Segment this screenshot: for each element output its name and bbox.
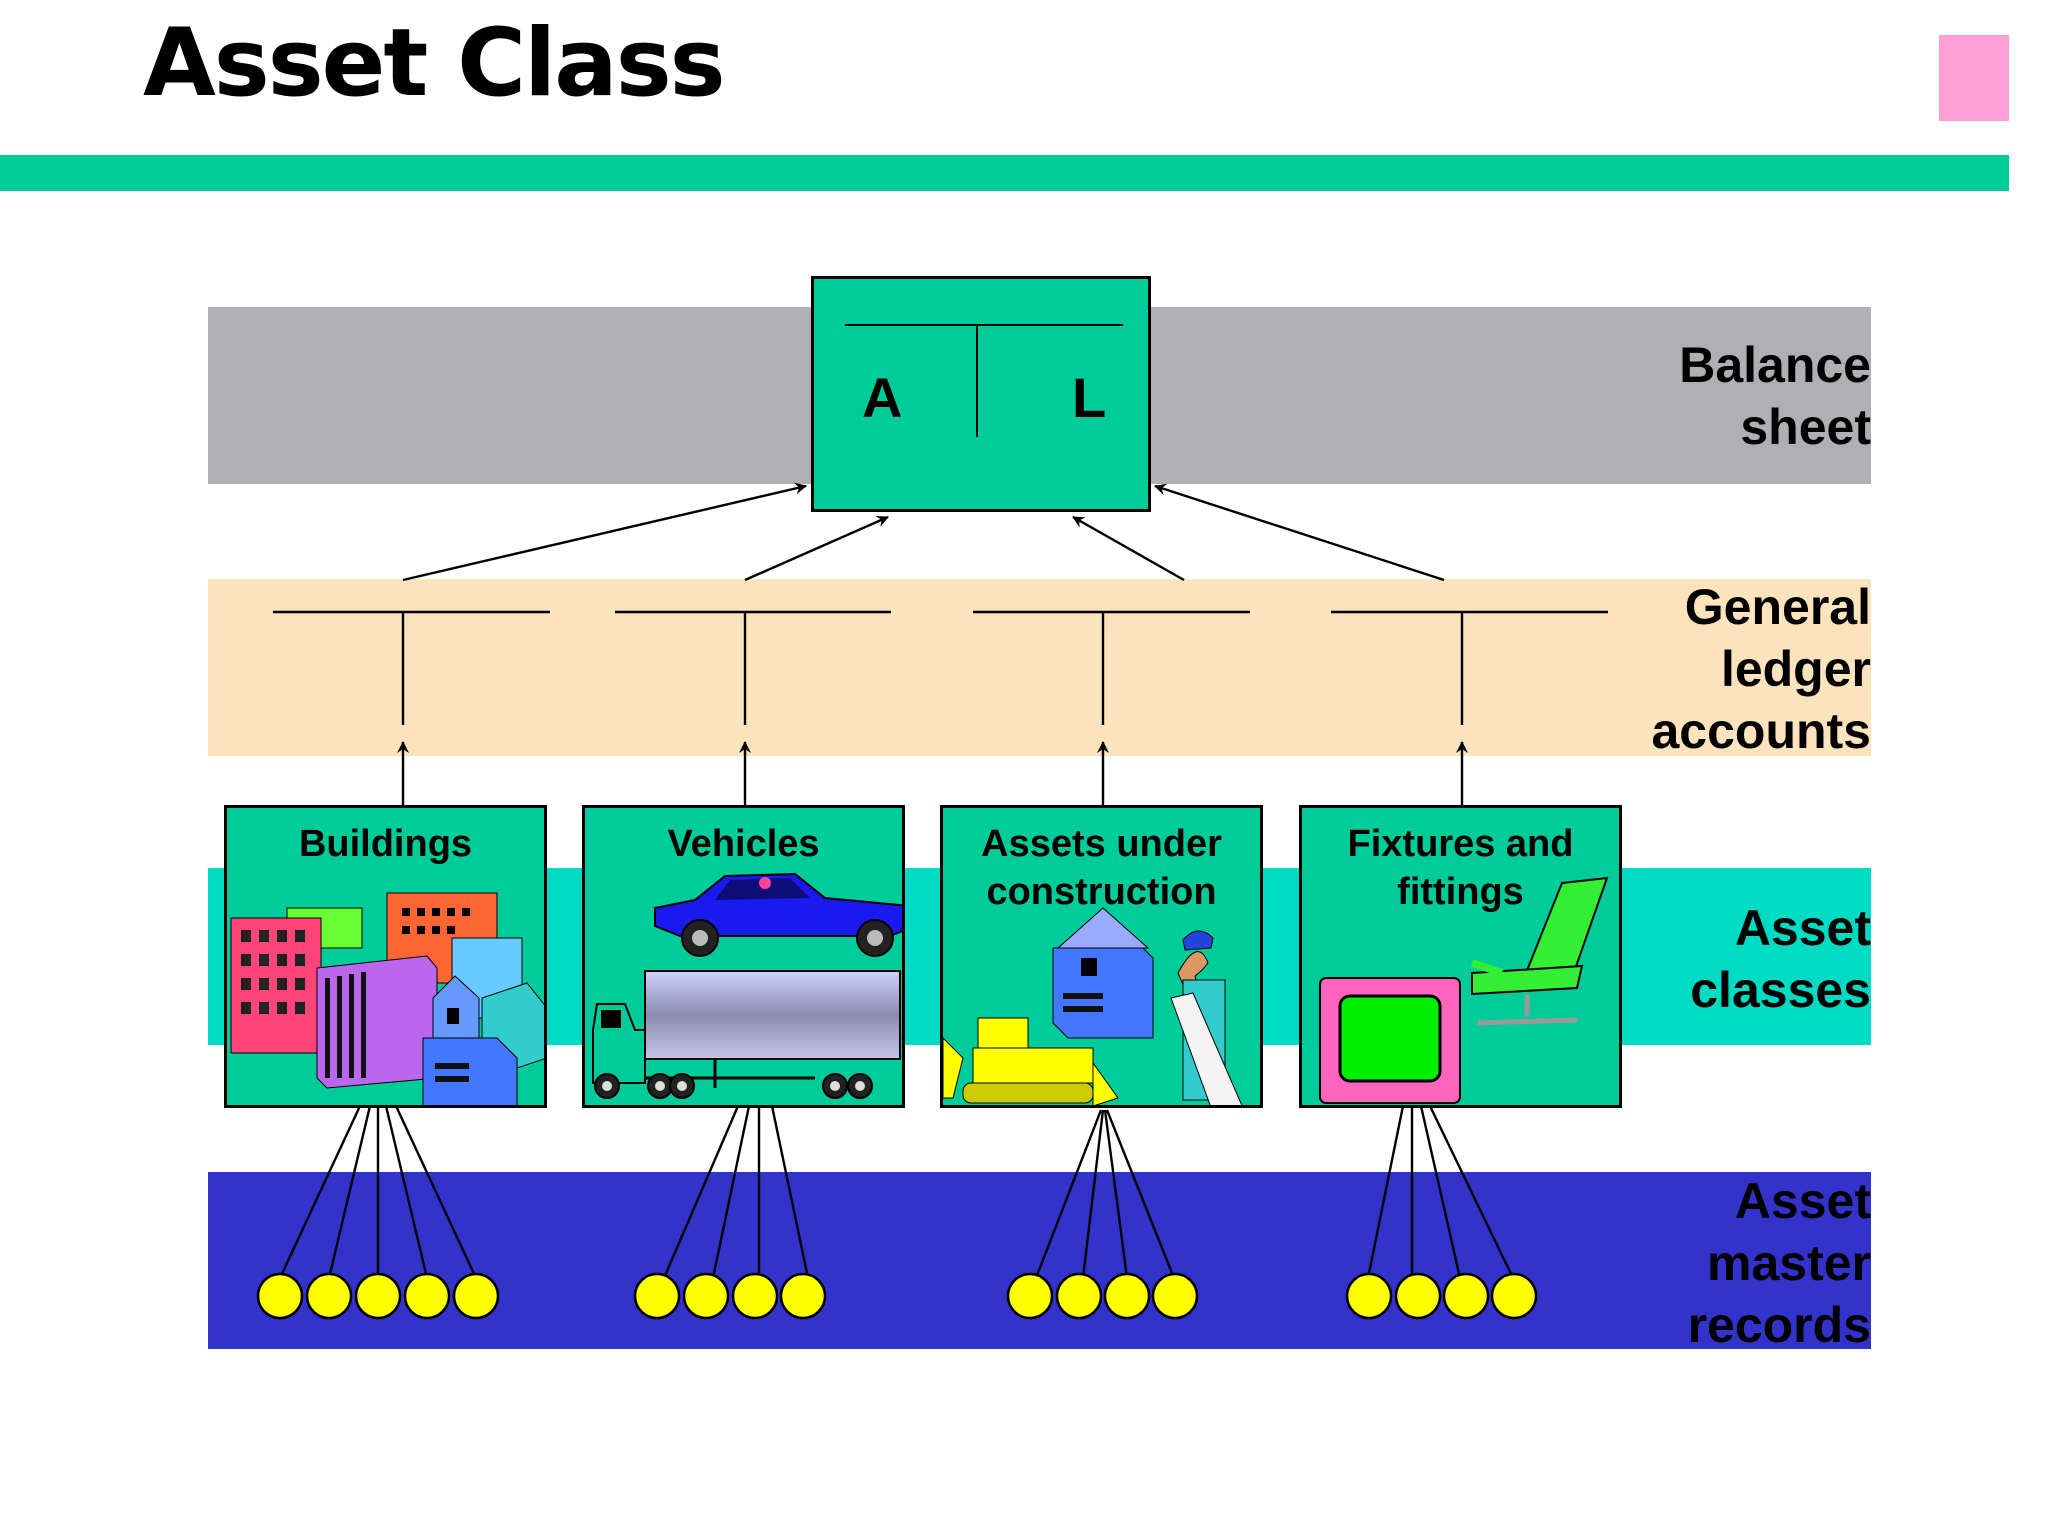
arrow-gl1-to-balance	[402, 482, 807, 582]
asset-class-label: Vehicles	[667, 823, 820, 865]
asset-master-records-label: Asset master records	[1687, 1173, 1871, 1353]
arrow-gl4-to-balance	[1154, 483, 1445, 582]
asset-class-label: Assets under construction	[981, 823, 1222, 913]
asset-master-records-band	[208, 1172, 1871, 1349]
balance-sheet-box: A L	[811, 276, 1151, 512]
t-account-vertical-line	[976, 324, 978, 437]
asset-class-vehicles: Vehicles	[582, 805, 905, 1108]
general-ledger-band	[208, 579, 1871, 756]
asset-class-label: Buildings	[298, 823, 473, 865]
asset-class-fixtures-and-fittings: Fixtures and fittings	[1299, 805, 1622, 1108]
slide-title: Asset Class	[143, 9, 726, 118]
title-underline-bar	[0, 155, 2009, 191]
asset-classes-label: Asset classes	[1690, 900, 1871, 1018]
asset-class-buildings: Buildings	[224, 805, 547, 1108]
buildings-illustration-icon	[230, 892, 544, 1105]
t-account-horizontal-line	[845, 324, 1123, 326]
arrow-gl2-to-balance	[744, 515, 889, 582]
construction-illustration-icon	[943, 907, 1243, 1105]
asset-class-assets-under-construction: Assets under construction	[940, 805, 1263, 1108]
arrow-gl3-to-balance	[1072, 515, 1185, 582]
corner-mark	[1939, 35, 2009, 121]
assets-letter: A	[862, 366, 903, 429]
general-ledger-label: General ledger accounts	[1651, 579, 1871, 759]
balance-sheet-label: Balance sheet	[1679, 337, 1871, 455]
fixtures-illustration-icon	[1319, 876, 1609, 1104]
asset-class-label: Fixtures and fittings	[1347, 823, 1574, 913]
liabilities-letter: L	[1072, 366, 1107, 429]
vehicles-illustration-icon	[592, 872, 902, 1099]
